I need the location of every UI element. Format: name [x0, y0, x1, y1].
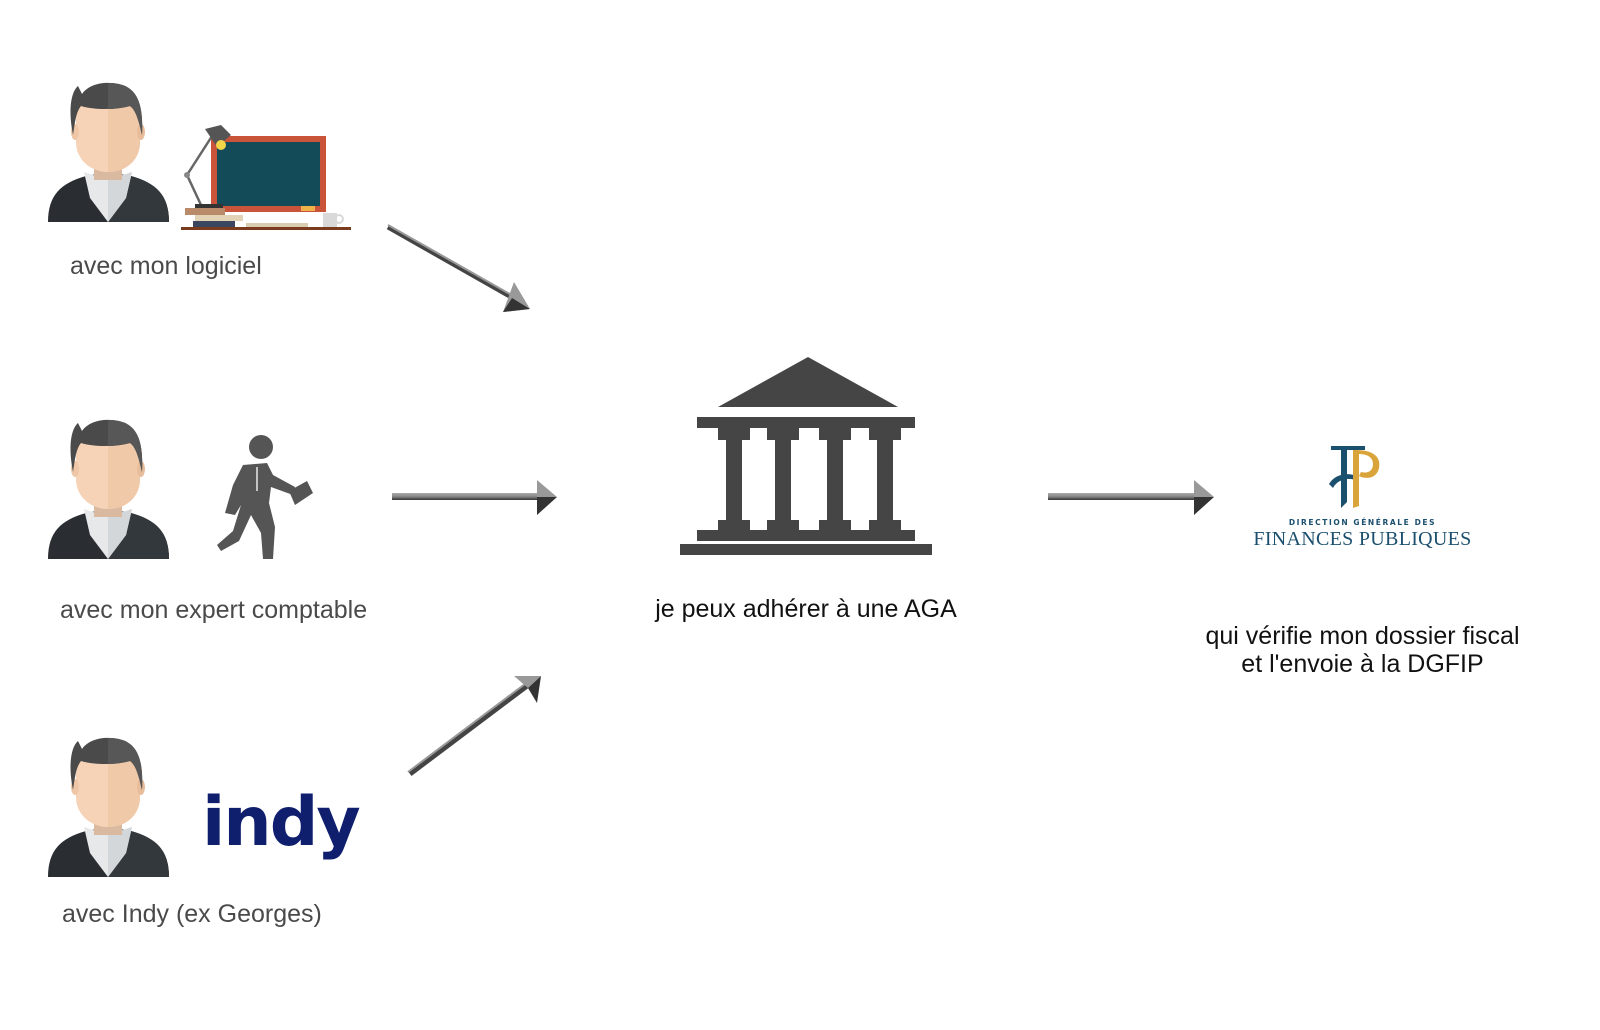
arrow-expert-to-aga [392, 480, 557, 515]
dgfip-block: DIRECTION GÉNÉRALE DES FINANCES PUBLIQUE… [1185, 440, 1545, 690]
walking-businessman-icon [217, 435, 313, 559]
aga-label: je peux adhérer à une AGA [655, 595, 957, 623]
dgfip-description-line1: qui vérifie mon dossier fiscal [1205, 622, 1520, 650]
indy-logo: indy [202, 783, 361, 862]
desk-with-laptop-icon [181, 125, 351, 230]
dgfip-description-line2: et l'envoie à la DGFIP [1241, 650, 1484, 678]
source-expert: avec mon expert comptable [46, 417, 406, 627]
bank-building-icon [680, 357, 932, 555]
dgfip-logo-big-text: FINANCES PUBLIQUES [1253, 528, 1472, 550]
arrow-aga-to-dgfip [1048, 480, 1214, 515]
source-label: avec Indy (ex Georges) [62, 900, 322, 928]
source-label: avec mon logiciel [70, 252, 262, 280]
dgfip-description: qui vérifie mon dossier fiscal et l'envo… [1185, 622, 1540, 678]
arrow-indy-to-aga [407, 676, 541, 776]
dgfip-logo-small-text: DIRECTION GÉNÉRALE DES [1288, 518, 1437, 527]
aga-block: je peux adhérer à une AGA [640, 355, 980, 635]
source-indy: indy avec Indy (ex Georges) [46, 735, 366, 945]
arrow-logiciel-to-aga [386, 224, 530, 312]
source-logiciel: avec mon logiciel [46, 80, 366, 280]
source-label: avec mon expert comptable [60, 596, 368, 624]
dgfip-logo-icon [1329, 446, 1380, 508]
